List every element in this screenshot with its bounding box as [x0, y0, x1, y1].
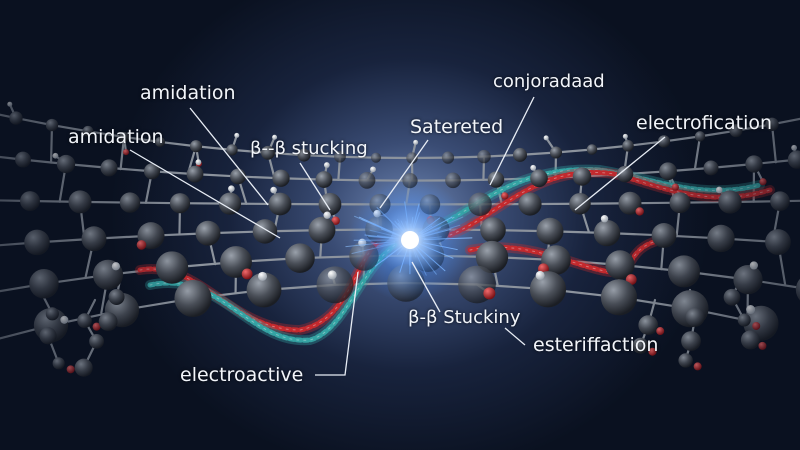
label-saturated: Satereted [410, 116, 504, 138]
label-pi-stacking: β--β stucking [250, 138, 368, 159]
label-amidation-top: amidation [140, 82, 236, 104]
leader-saturated [379, 139, 429, 209]
label-pi-stacking-lower: β-β Stuckiny [408, 307, 521, 328]
label-esterification: esteriffaction [533, 334, 659, 356]
leader-amidation-left [129, 149, 281, 239]
label-electrofication: electrofication [636, 112, 773, 134]
label-conjugated: conjoradaad [493, 71, 605, 92]
leader-pi-stacking [299, 162, 331, 211]
label-amidation-left: amidation [68, 126, 164, 148]
leader-electroactive [315, 271, 359, 376]
leader-amidation-top [189, 107, 269, 206]
leader-pi-stacking-lower [411, 261, 441, 313]
label-electroactive: electroactive [180, 364, 304, 386]
leader-electrofication [574, 136, 666, 211]
leader-conjugated [489, 96, 535, 186]
leader-esterification [504, 327, 526, 346]
leader-lines [129, 96, 666, 376]
